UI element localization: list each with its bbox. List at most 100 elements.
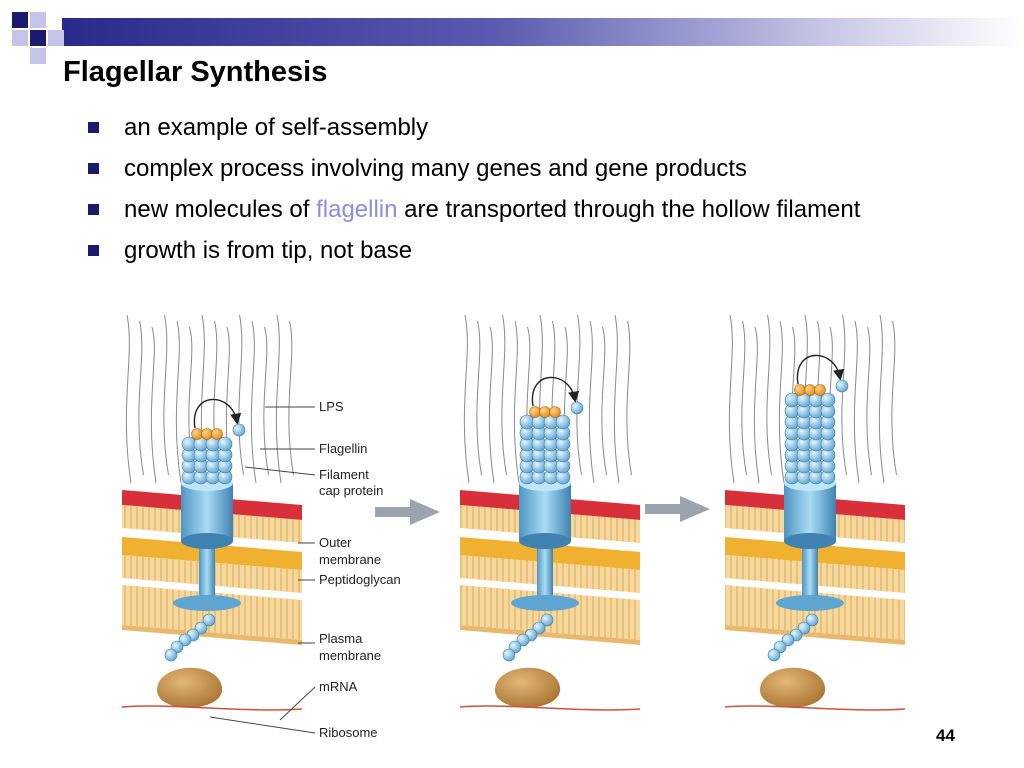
basal-rod: [199, 540, 215, 605]
lps-strand: [853, 320, 860, 484]
cap-protein: [814, 384, 826, 396]
flagellin-subunit: [555, 414, 571, 430]
lps-strand: [576, 314, 582, 476]
lps-strand: [741, 320, 747, 476]
lps-strand: [778, 320, 785, 484]
cap-protein: [804, 384, 816, 396]
lps-strand: [891, 320, 897, 476]
flagellin-chain-bead: [767, 648, 781, 662]
transport-arrow-icon: [193, 398, 242, 429]
label-cap-protein: cap protein: [319, 483, 383, 498]
flagellin-chain-bead: [797, 621, 811, 635]
label-outer: Outer: [319, 535, 352, 550]
transport-arrow-icon: [796, 354, 845, 385]
flagellin-chain-bead: [178, 633, 192, 647]
flagellin-chain-bead: [164, 648, 178, 662]
cap-protein: [201, 428, 213, 440]
flagellin-chain-bead: [516, 633, 530, 647]
basal-body-bottom: [181, 533, 233, 549]
lps-strand: [476, 320, 482, 476]
diagram-panel-3: [724, 314, 906, 711]
bullet-item: new molecules of flagellin are transport…: [88, 194, 908, 226]
cap-protein: [191, 428, 203, 440]
basal-body-bottom: [519, 533, 571, 549]
basal-body-bottom: [784, 533, 836, 549]
cap-protein: [529, 406, 541, 418]
label-peptidoglycan: Peptidoglycan: [319, 572, 401, 587]
lps-strand: [626, 320, 632, 476]
label-plasma: Plasma: [319, 631, 363, 646]
basal-body: [519, 483, 571, 541]
lps-strand: [125, 314, 132, 484]
label-membrane: membrane: [319, 552, 381, 567]
flagellin-subunit: [217, 436, 233, 452]
plasma-membrane-edge: [725, 625, 905, 645]
page-number: 44: [936, 726, 955, 745]
plasma-membrane-edge: [460, 625, 640, 645]
corner-square: [12, 12, 28, 28]
flagellin-chain-bead: [194, 621, 208, 635]
diagram-panel-2: [459, 314, 641, 711]
lps-strand: [766, 314, 772, 476]
flagellin-highlight: flagellin: [316, 196, 398, 223]
process-arrow-icon: [375, 499, 440, 525]
flagellin-chain-bead: [540, 613, 554, 627]
lps-strand: [588, 320, 595, 484]
lps-strand: [488, 326, 495, 484]
flagellin-chain-bead: [805, 613, 819, 627]
label-leaders: [209, 406, 316, 734]
bullet-item: growth is from tip, not base: [88, 235, 908, 267]
label-filament: Filament: [319, 467, 369, 482]
slide-title: Flagellar Synthesis: [63, 56, 328, 88]
flagellin-chain-bead: [502, 648, 516, 662]
mrna-strand: [459, 705, 641, 711]
square-bullet-icon: [88, 204, 99, 215]
square-bullet-icon: [88, 163, 99, 174]
corner-square: [48, 30, 64, 46]
lps-strand: [138, 320, 144, 476]
lps-strand: [728, 314, 735, 484]
lps-strand: [753, 326, 760, 484]
flagellin-subunit: [820, 392, 836, 408]
square-bullet-icon: [88, 245, 99, 256]
label-plasma-membrane: membrane: [319, 648, 381, 663]
flagellin-chain-bead: [202, 613, 216, 627]
basal-body: [181, 483, 233, 541]
ribosome-shape: [760, 667, 826, 708]
lps-strand: [288, 320, 294, 476]
lps-strand: [501, 314, 507, 476]
plasma-membrane-band: [725, 585, 905, 640]
label-mrna: mRNA: [319, 679, 358, 694]
ribosome-shape: [157, 667, 223, 708]
label-lps: LPS: [319, 399, 344, 414]
lps-strand: [866, 326, 872, 476]
corner-square: [30, 30, 46, 46]
lps-strand: [275, 314, 282, 484]
flagellin-new-subunit: [232, 423, 246, 437]
flagellin-chain-bead: [532, 621, 546, 635]
plasma-membrane-edge: [122, 625, 302, 645]
bullet-text-post: are transported through the hollow filam…: [397, 196, 861, 223]
cap-protein: [211, 428, 223, 440]
basal-rod: [802, 540, 818, 605]
lps-strand: [150, 326, 157, 484]
bullet-text-pre: new molecules of: [124, 196, 317, 223]
basal-rod: [537, 540, 553, 605]
corner-square: [30, 12, 46, 28]
flagellin-new-subunit: [835, 379, 849, 393]
bullet-item: complex process involving many genes and…: [88, 153, 908, 185]
mrna-strand: [724, 705, 906, 711]
lps-strand: [463, 314, 470, 484]
bullet-list: an example of self-assembly complex proc…: [88, 112, 908, 276]
transport-arrow-icon: [531, 376, 580, 407]
flagellin-new-subunit: [570, 401, 584, 415]
plasma-membrane-band: [460, 585, 640, 640]
basal-ring: [511, 595, 579, 611]
label-ribosome: Ribosome: [319, 725, 378, 740]
basal-ring: [173, 595, 241, 611]
plasma-membrane-band: [122, 585, 302, 640]
basal-ring: [776, 595, 844, 611]
lps-strand: [175, 320, 182, 484]
lps-strand: [513, 320, 520, 484]
title-bar: [62, 18, 1024, 46]
